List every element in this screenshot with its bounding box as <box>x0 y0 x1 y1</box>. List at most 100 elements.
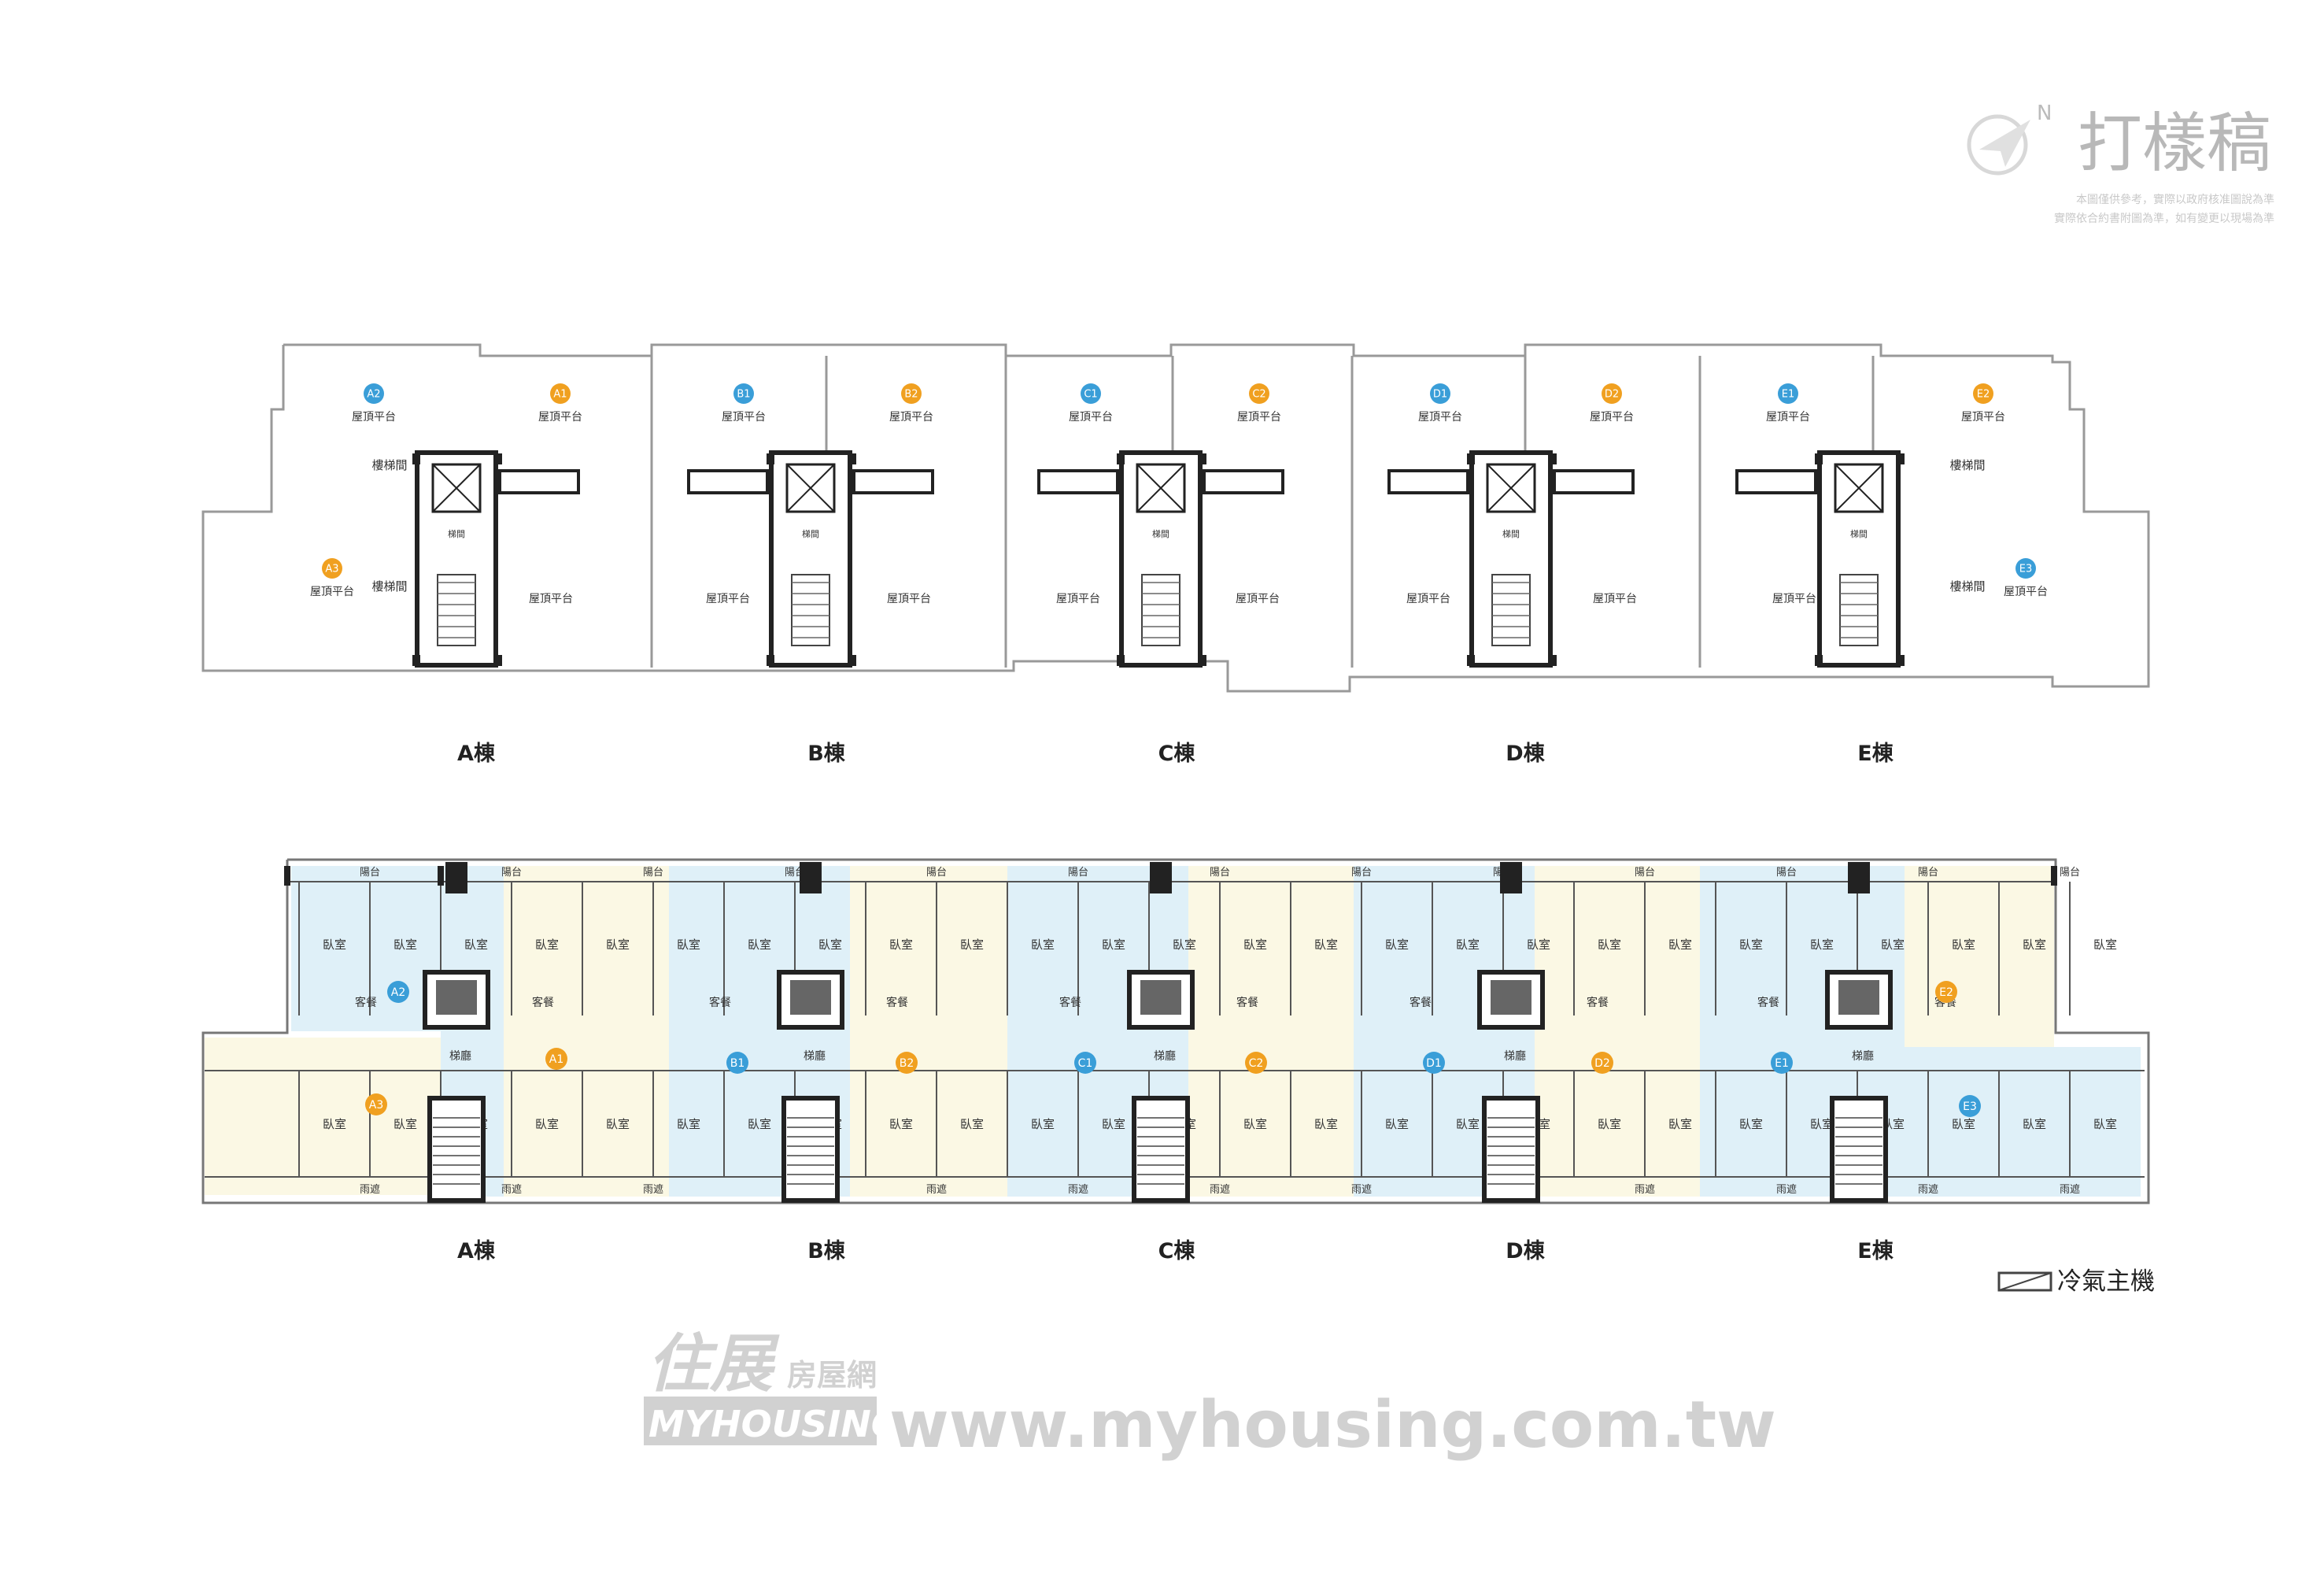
stair-room-label: 樓梯間 <box>1949 458 1985 472</box>
column <box>1199 655 1206 666</box>
balcony-label: 陽台 <box>643 867 663 879</box>
roof-stair-core: 梯間 <box>1735 450 1905 668</box>
room-label-bedroom: 臥室 <box>677 938 700 952</box>
unit-badge-circle <box>1430 383 1450 404</box>
unit-badge-label: D2 <box>1594 1057 1610 1070</box>
balcony-label: 陽台 <box>1776 867 1797 879</box>
elevator-car <box>436 980 477 1015</box>
unit-badge-e3: E3 <box>1959 1095 1981 1117</box>
building-label-roof: B棟 <box>807 742 846 766</box>
unit-badge-a1: A1 <box>550 383 571 404</box>
roof-terrace-label: 屋頂平台 <box>529 593 573 605</box>
column <box>1162 866 1168 886</box>
column <box>412 453 420 464</box>
column <box>1549 655 1557 666</box>
unit-badge-label: C2 <box>1249 1057 1264 1070</box>
roof-terrace-label: 屋頂平台 <box>1069 411 1113 424</box>
ac-unit-rack <box>1553 469 1635 494</box>
unit-badge-circle <box>1245 1052 1267 1074</box>
room-label-bedroom: 臥室 <box>1668 938 1692 952</box>
elevator-cross <box>1487 464 1535 512</box>
balcony-label: 陽台 <box>1635 867 1655 879</box>
floor-stair-core <box>777 862 844 1203</box>
room-label-bedroom: 臥室 <box>1173 938 1196 952</box>
roof-terrace-label: 屋頂平台 <box>1766 411 1810 424</box>
unit-badge-b2: B2 <box>896 1052 918 1074</box>
building-label-floor: E棟 <box>1857 1239 1894 1263</box>
roof-terrace-label: 屋頂平台 <box>1418 411 1462 424</box>
corridor-label: 雨遮 <box>1918 1183 1938 1196</box>
building-label-roof: D棟 <box>1506 742 1545 766</box>
unit-badge-circle <box>1423 1052 1445 1074</box>
unit-badge-circle <box>2015 558 2036 579</box>
living-dining-label: 客餐 <box>1587 996 1609 1009</box>
roof-terrace-label: 屋頂平台 <box>1961 411 2005 424</box>
elevator-hall-label: 梯廳 <box>1852 1049 1874 1063</box>
room-label-bedroom: 臥室 <box>1739 938 1763 952</box>
roof-terrace-label: 屋頂平台 <box>1590 411 1634 424</box>
room-label-bedroom: 臥室 <box>889 1117 913 1131</box>
unit-badge-b1: B1 <box>733 383 754 404</box>
unit-badge-label: D1 <box>1433 389 1447 401</box>
stair-shaft <box>1482 1096 1540 1203</box>
unit-badge-a2: A2 <box>364 383 384 404</box>
balcony-label: 陽台 <box>1918 867 1938 879</box>
unit-area <box>205 1038 441 1195</box>
column <box>848 655 856 666</box>
room-label-bedroom: 臥室 <box>393 1117 417 1131</box>
roof-terrace-label: 屋頂平台 <box>706 593 750 605</box>
roof-terrace-label: 屋頂平台 <box>1772 593 1816 605</box>
unit-badge-circle <box>1602 383 1622 404</box>
roof-terrace-label: 屋頂平台 <box>1406 593 1450 605</box>
stair-flight <box>437 574 476 646</box>
roof-terrace-label: 屋頂平台 <box>538 411 582 424</box>
room-label-bedroom: 臥室 <box>960 1117 984 1131</box>
core-wall <box>1469 450 1553 668</box>
stair-label: 梯間 <box>448 529 465 539</box>
corridor-label: 雨遮 <box>1351 1183 1372 1196</box>
room-label-bedroom: 臥室 <box>1314 1117 1338 1131</box>
room-label-bedroom: 臥室 <box>606 938 630 952</box>
stair-shaft <box>427 1096 486 1203</box>
balcony-label: 陽台 <box>1351 867 1372 879</box>
room-label-bedroom: 臥室 <box>323 938 346 952</box>
ac-unit-legend-label: 冷氣主機 <box>2057 1267 2155 1296</box>
column <box>1897 453 1905 464</box>
unit-badge-circle <box>1935 981 1957 1003</box>
room-label-bedroom: 臥室 <box>323 1117 346 1131</box>
building-label-roof: A棟 <box>457 742 496 766</box>
balcony-label: 陽台 <box>1068 867 1088 879</box>
unit-area <box>1905 866 2054 1047</box>
unit-badge-label: E3 <box>1963 1101 1977 1113</box>
unit-badge-c2: C2 <box>1245 1052 1267 1074</box>
unit-badge-circle <box>733 383 754 404</box>
watermark: MYHOUSING 住展 房屋網 www.myhousing.com.tw <box>644 1326 1776 1463</box>
unit-badge-a2: A2 <box>387 981 409 1003</box>
corridor-label: 雨遮 <box>360 1183 380 1196</box>
column <box>1467 655 1475 666</box>
elevator-cross <box>786 464 835 512</box>
unit-badge-d2: D2 <box>1591 1052 1613 1074</box>
floor-stair-core <box>1127 862 1195 1203</box>
roof-terrace-label: 屋頂平台 <box>1593 593 1637 605</box>
room-label-bedroom: 臥室 <box>2023 938 2046 952</box>
living-dining-label: 客餐 <box>1757 996 1779 1009</box>
room-label-bedroom: 臥室 <box>606 1117 630 1131</box>
unit-badge-label: E1 <box>1782 389 1795 401</box>
unit-badge-d1: D1 <box>1430 383 1450 404</box>
unit-badge-label: A3 <box>369 1099 383 1112</box>
floor-stair-core <box>1477 862 1545 1203</box>
room-label-bedroom: 臥室 <box>1810 938 1834 952</box>
logo-sub: 房屋網 <box>787 1358 877 1393</box>
corridor-label: 雨遮 <box>1635 1183 1655 1196</box>
building-label-floor: D棟 <box>1506 1239 1545 1263</box>
unit-badge-circle <box>545 1048 567 1070</box>
unit-badge-label: D1 <box>1426 1057 1442 1070</box>
elevator-hall-label: 梯廳 <box>1504 1049 1526 1063</box>
unit-badge-e3: E3 <box>2015 558 2036 579</box>
stair-label: 梯間 <box>1152 529 1169 539</box>
column <box>1897 655 1905 666</box>
stair-room-label: 樓梯間 <box>371 458 407 472</box>
unit-badge-circle <box>1249 383 1269 404</box>
column <box>412 655 420 666</box>
